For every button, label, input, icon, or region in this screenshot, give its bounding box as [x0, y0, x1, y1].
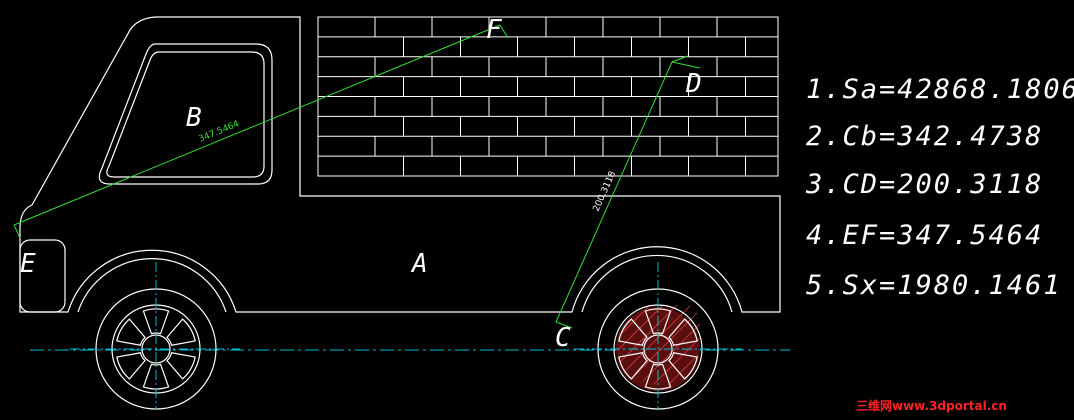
result-sa: 1.Sa=42868.1806 [806, 74, 1074, 105]
wheel-spoke-cutout [116, 352, 146, 380]
wheel-spoke-cutout [142, 308, 170, 335]
wheel-spoke-cutout [644, 308, 672, 335]
result-cb: 2.Cb=342.4738 [806, 121, 1043, 152]
cargo-brick-wall [317, 16, 779, 177]
label-f: F [486, 15, 503, 45]
result-sx: 5.Sx=1980.1461 [806, 270, 1062, 301]
dimension-cd [555, 55, 701, 329]
label-b: B [186, 103, 202, 133]
label-e: E [20, 249, 36, 279]
truck-outline [19, 16, 781, 313]
label-a: A [410, 249, 428, 279]
wheel-spoke-cutout [668, 352, 698, 380]
dimension-ef [13, 24, 509, 239]
result-ef: 4.EF=347.5464 [806, 220, 1043, 251]
result-cd: 3.CD=200.3118 [805, 169, 1043, 200]
wheel-center-marks [70, 262, 742, 410]
wheel-spoke-cutout [166, 318, 196, 346]
watermark: 三维网www.3dportal.cn [856, 398, 1007, 413]
wheel-spoke-cutout [668, 318, 698, 346]
wheel-spoke-cutout [166, 352, 196, 380]
wheel-spoke-cutout [618, 318, 648, 346]
wheel-spoke-cutout [618, 352, 648, 380]
label-d: D [685, 69, 702, 99]
wheel-spoke-cutout [116, 318, 146, 346]
wheel-spoke-cutout [644, 363, 672, 390]
wheel-spoke-cutout [142, 363, 170, 390]
label-c: C [555, 323, 571, 353]
results-list: 1.Sa=42868.1806 2.Cb=342.4738 3.CD=200.3… [805, 74, 1074, 301]
